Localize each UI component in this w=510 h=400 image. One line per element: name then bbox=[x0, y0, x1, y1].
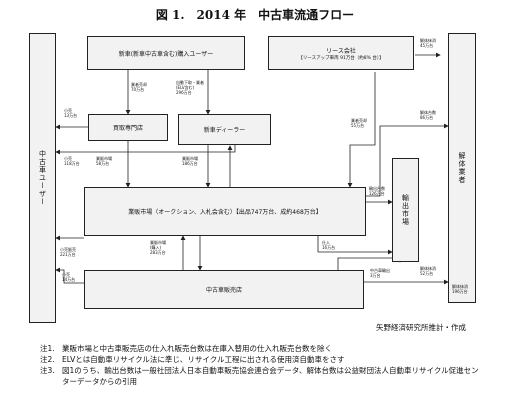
flow-sales-dismantler: 解体抹消 52万台 bbox=[420, 266, 436, 276]
buyer-box: 新車(新車中古車含む)購入ユーザー bbox=[87, 36, 245, 70]
auction-box: 業販市場（オークション、入札会含む）【出品747万台、成約468万台】 bbox=[84, 187, 366, 236]
dealer-label: 新車ディーラー bbox=[203, 127, 246, 134]
flow-dismantler-total: 解体抹消 196万台 bbox=[452, 284, 468, 294]
auction-label: 業販市場（オークション、入札会含む）【出品747万台、成約468万台】 bbox=[128, 209, 322, 216]
flow-buyer-specialty: 業者売却 70万台 bbox=[131, 82, 147, 92]
flow-auction-export-2: 仕入 16万台 bbox=[322, 240, 336, 250]
lease-sublabel: 【リースアップ車両 91万台（約8% 台）】 bbox=[298, 55, 384, 61]
note-text: 図1のうち、輸出台数は一般社団法人日本自動車販売協会連合会データ、解体台数は公益… bbox=[62, 366, 479, 386]
lease-box: リース会社 【リースアップ車両 91万台（約8% 台）】 bbox=[268, 36, 414, 70]
arrow-lease-auction bbox=[347, 72, 376, 188]
flow-auction-export: 輸出台数 126万台 bbox=[369, 186, 385, 196]
export-label: 輸出市場 bbox=[401, 194, 410, 226]
dealer-box: 新車ディーラー bbox=[178, 114, 271, 145]
note-2: 注2. ELVとは自動車リサイクル法に準じ、リサイクル工程に出される使用済自動車… bbox=[40, 354, 480, 365]
note-1: 注1. 業販市場と中古車販売店の仕入れ販売台数は在庫入替用の仕入れ販売台数を除く bbox=[40, 343, 480, 354]
sales-label: 中古車販売店 bbox=[205, 287, 242, 294]
flow-specialty-retail: 小売 13万台 bbox=[64, 108, 78, 118]
note-key: 注1. bbox=[40, 344, 55, 353]
arrow-sales-export bbox=[337, 257, 403, 270]
used-user-label: 中古車ユーザー bbox=[38, 150, 47, 206]
flow-sales-export: 中古車輸出 3万台 bbox=[370, 268, 390, 278]
dismantler-box: 解体業者 bbox=[448, 33, 476, 303]
specialty-box: 買取専門店 bbox=[88, 114, 168, 141]
notes-section: 注1. 業販市場と中古車販売店の仕入れ販売台数は在庫入替用の仕入れ販売台数を除く… bbox=[40, 343, 480, 387]
flow-specialty-auction: 業販市場 58万台 bbox=[96, 156, 112, 166]
note-key: 注2. bbox=[40, 355, 55, 364]
export-box: 輸出市場 bbox=[392, 158, 419, 262]
flow-sales-retail: 小売販売 221万台 bbox=[60, 247, 76, 257]
note-text: ELVとは自動車リサイクル法に準じ、リサイクル工程に出される使用済自動車をさす bbox=[62, 355, 345, 364]
diagram-title: 図 1. 2014 年 中古車流通フロー bbox=[155, 8, 355, 22]
arrow-auction-dismantler bbox=[366, 123, 449, 197]
flow-auction-sales: 業販市場 (購入) 283万台 bbox=[150, 240, 166, 255]
note-3: 注3. 図1のうち、輸出台数は一般社団法人日本自動車販売協会連合会データ、解体台… bbox=[40, 365, 480, 387]
flow-buyer-dealer: 自動下取・業者 (ELV含む) 296万台 bbox=[176, 80, 204, 95]
flow-sales-retail-2: 小売 14万台 bbox=[62, 272, 76, 282]
lease-label: リース会社 bbox=[326, 47, 356, 55]
specialty-label: 買取専門店 bbox=[112, 125, 143, 132]
flow-lease-auction: 業者売却 55万台 bbox=[351, 118, 367, 128]
sales-box: 中古車販売店 bbox=[84, 270, 364, 309]
note-key: 注3. bbox=[40, 366, 55, 375]
note-text: 業販市場と中古車販売店の仕入れ販売台数は在庫入替用の仕入れ販売台数を除く bbox=[62, 344, 332, 353]
arrow-dealer-user bbox=[55, 145, 236, 155]
flow-auction-dismantler: 解体台数 86万台 bbox=[420, 110, 436, 120]
flow-dealer-retail: 小売 118万台 bbox=[64, 156, 80, 166]
arrow-sales-user bbox=[55, 267, 84, 284]
dismantler-label: 解体業者 bbox=[458, 152, 466, 184]
buyer-label: 新車(新車中古車含む)購入ユーザー bbox=[118, 50, 214, 58]
used-user-box: 中古車ユーザー bbox=[29, 33, 56, 323]
credit-line: 矢野経済研究所推計・作成 bbox=[376, 323, 466, 332]
flow-dealer-auction: 業販市場 186万台 bbox=[182, 156, 198, 166]
flow-lease-dismantler: 解体抹消 45万台 bbox=[420, 38, 436, 48]
